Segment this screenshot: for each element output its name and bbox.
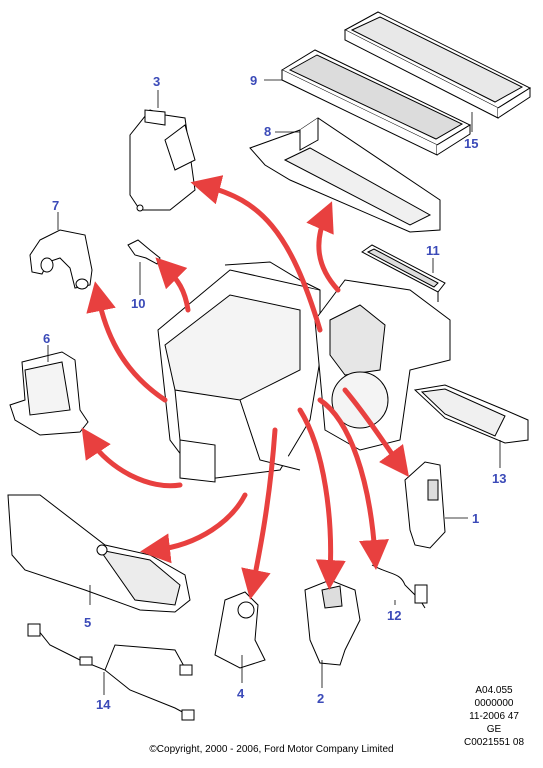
callout-9: 9 [250, 73, 257, 88]
pollen-filter-lower [280, 49, 472, 156]
callout-7: 7 [52, 198, 59, 213]
arrow-to-part-7 [86, 281, 168, 403]
heater-hose [29, 229, 93, 290]
pollen-filter-upper [343, 11, 532, 119]
assembly-arrows [81, 175, 409, 600]
callout-2: 2 [317, 691, 324, 706]
callout-13: 13 [492, 471, 506, 486]
callout-10: 10 [131, 296, 145, 311]
ref-line-4: GE [486, 724, 502, 735]
air-inlet-grille [361, 244, 446, 302]
blower-housing [314, 279, 451, 451]
arrow-to-part-8 [306, 201, 341, 293]
intake-duct [413, 384, 529, 444]
leader-lines [47, 79, 501, 695]
floor-duct [9, 351, 89, 436]
callout-12: 12 [387, 608, 401, 623]
actuator-lower-left [214, 591, 266, 669]
ref-line-2: 0000000 [474, 698, 514, 709]
copyright-text: ©Copyright, 2000 - 2006, Ford Motor Comp… [149, 744, 394, 755]
callout-3: 3 [153, 74, 160, 89]
wiring-harness [27, 623, 195, 721]
callout-11: 11 [426, 243, 440, 258]
heater-housing [157, 261, 321, 483]
callouts: 1 2 3 4 5 6 7 8 9 10 11 12 13 14 15 [43, 73, 506, 712]
ref-line-5: C0021551 08 [463, 737, 525, 748]
arrow-to-part-3 [190, 175, 323, 333]
lower-panel [7, 494, 191, 613]
temperature-sensor [127, 239, 161, 265]
arrow-to-part-12 [317, 397, 389, 570]
arrow-to-part-10 [155, 257, 191, 313]
arrow-to-part-6 [81, 427, 183, 489]
callout-1: 1 [472, 511, 479, 526]
actuator-lower-center [304, 579, 361, 666]
callout-15: 15 [464, 136, 478, 151]
reference-block: A04.055 0000000 11-2006 47 GE C0021551 0… [459, 684, 529, 749]
arrow-to-part-5 [140, 492, 248, 564]
sensor-with-wire [371, 564, 428, 609]
arrow-to-part-4 [241, 427, 278, 600]
ref-line-1: A04.055 [475, 685, 513, 696]
filter-housing-cover [249, 117, 441, 233]
actuator-upper [129, 109, 196, 212]
callout-6: 6 [43, 331, 50, 346]
callout-14: 14 [96, 697, 111, 712]
callout-4: 4 [237, 686, 245, 701]
arrow-to-part-1 [342, 387, 409, 478]
control-module [404, 461, 446, 549]
ref-line-3: 11-2006 47 [469, 711, 519, 722]
callout-8: 8 [264, 124, 271, 139]
arrow-to-part-2 [297, 407, 346, 590]
callout-5: 5 [84, 615, 91, 630]
